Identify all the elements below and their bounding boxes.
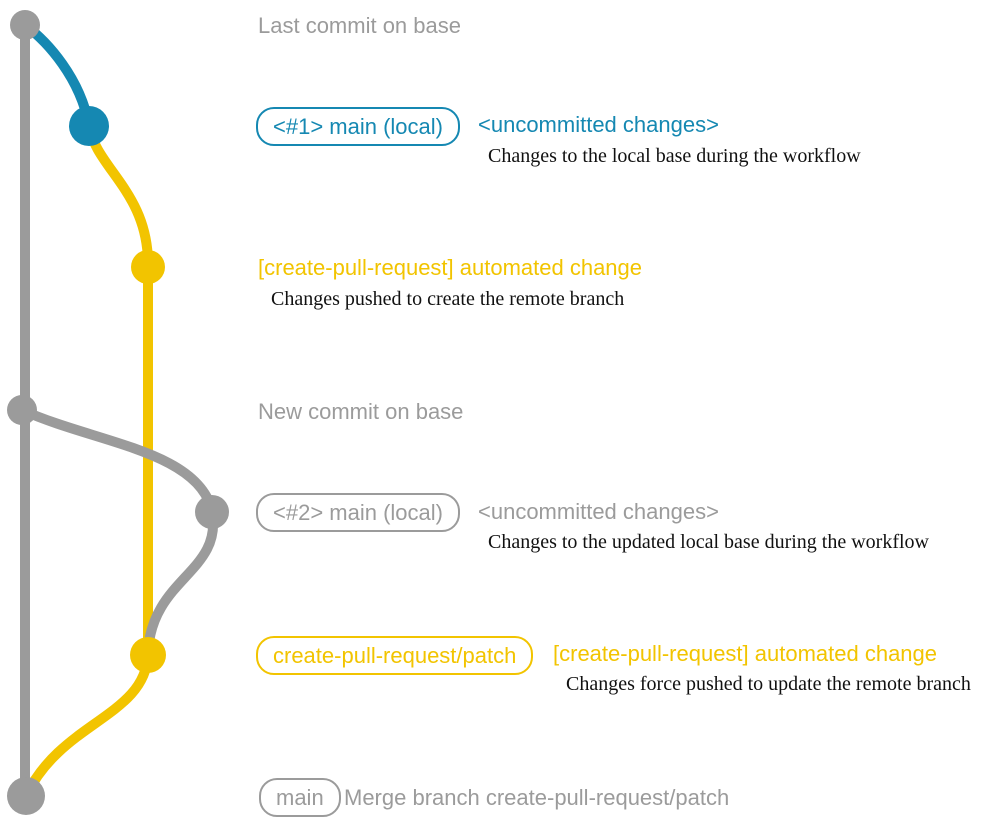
label-merge-branch: Merge branch create-pull-request/patch [344,785,730,810]
commit-node-merge [7,777,45,815]
label-automated-change-2: [create-pull-request] automated change [553,641,938,666]
commit-node-automated-change-1 [131,250,165,284]
commit-node-last-base [10,10,40,40]
label-new-commit-on-base: New commit on base [258,399,464,424]
label-last-commit-on-base: Last commit on base [258,13,461,38]
badge-main: main [259,778,341,817]
commit-node-automated-change-2 [130,637,166,673]
label-uncommitted-changes-2: <uncommitted changes> [478,499,719,524]
commit-node-main-local-2 [195,495,229,529]
local-main-to-patch-curve [143,507,219,657]
new-base-to-local-main-curve [17,405,217,515]
patch-branch-line [84,121,153,660]
badge-create-pull-request-patch: create-pull-request/patch [256,636,534,675]
commit-node-new-base [7,395,37,425]
desc-force-pushed-update: Changes force pushed to update the remot… [566,673,971,695]
commit-node-main-local-1 [69,106,109,146]
commit-graph [7,10,229,815]
badge-main-local-2: <#2> main (local) [256,493,460,532]
label-uncommitted-changes-1: <uncommitted changes> [478,112,719,137]
label-automated-change-1: [create-pull-request] automated change [258,255,643,280]
desc-updated-local-base: Changes to the updated local base during… [488,531,929,553]
patch-merge-curve [22,650,153,799]
desc-local-base-changes: Changes to the local base during the wor… [488,145,861,167]
badge-main-local-1: <#1> main (local) [256,107,460,146]
desc-pushed-create-remote: Changes pushed to create the remote bran… [271,288,625,310]
